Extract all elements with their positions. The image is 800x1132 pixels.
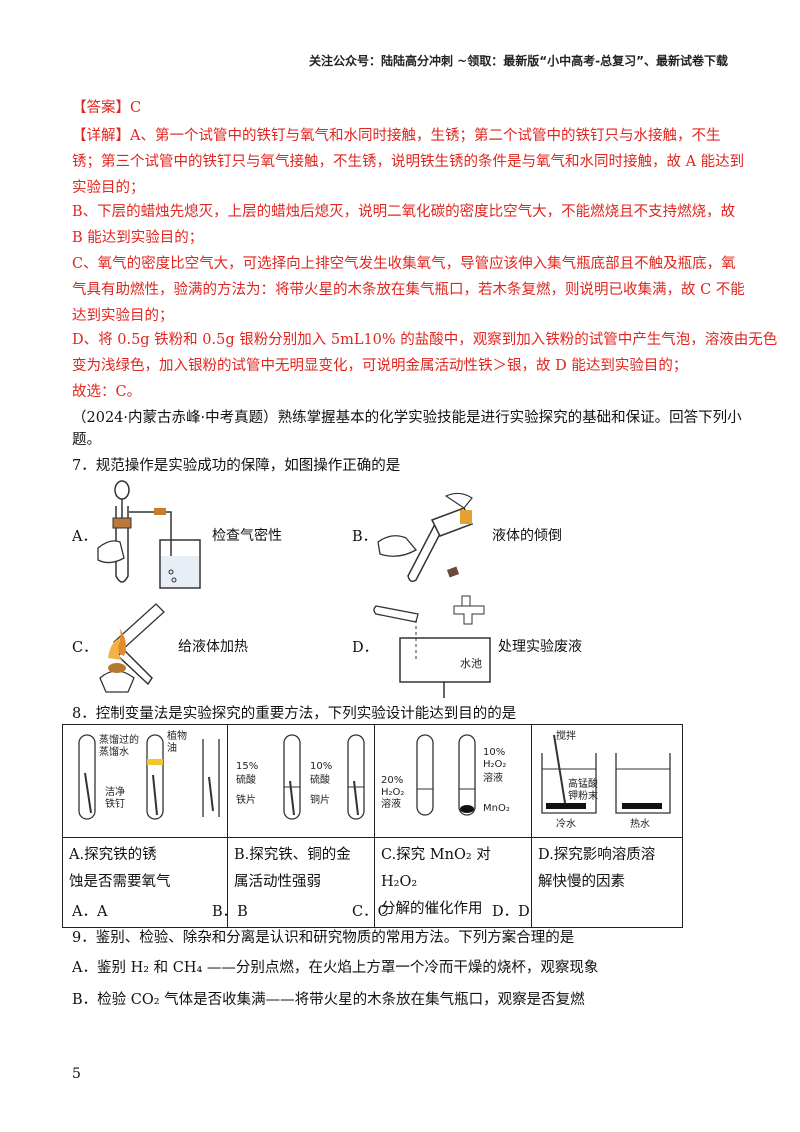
q7-option-b-caption: 液体的倾倒 [492,528,562,544]
label: 搅拌 [556,729,576,742]
page-header: 关注公众号：陆陆高分冲刺 ~领取：最新版“小中高考-总复习”、最新试卷下载 [309,54,728,68]
q7-option-c-caption: 给液体加热 [178,639,248,655]
label: 铜片 [310,793,330,806]
liquid-pouring-figure [377,492,474,583]
label: 铁钉 [105,797,125,810]
q7-option-a-caption: 检查气密性 [212,528,282,544]
intro-line: 题。 [72,432,101,448]
detail-line: 锈；第三个试管中的铁钉只与氧气接触，不生锈，说明铁生锈的条件是与氧气和水同时接触… [72,154,745,170]
detail-line: D、将 0.5g 铁粉和 0.5g 银粉分别加入 5mL10% 的盐酸中，观察到… [72,332,778,348]
detail-line: 变为浅绿色，加入银粉的试管中无明显变化，可说明金属活动性铁＞银，故 D 能达到实… [72,358,688,374]
label: 15% [236,761,258,772]
detail-line: 达到实验目的； [72,308,174,324]
label: H₂O₂ [483,759,506,770]
detail-line: 气具有助燃性，验满的方法为：将带火星的木条放在集气瓶口，若木条复燃，则说明已收集… [72,282,745,298]
q7-option-d-caption: 处理实验废液 [498,639,582,655]
label: 溶液 [483,771,503,784]
page-number: 5 [72,1066,81,1082]
experiment-design-table: 蒸馏过的 蒸馏水 植物 油 洁净 铁钉 15% 硫酸 铁片 10% 硫酸 [62,724,683,928]
label: 油 [167,741,177,754]
detail-line: 实验目的； [72,180,145,196]
q8-option-b[interactable]: B．B [212,904,248,920]
label: 植物 [167,729,187,742]
experiment-c-figure: 20% H₂O₂ 溶液 10% H₂O₂ 溶液 MnO₂ [374,724,532,838]
q9-option-b[interactable]: B．检验 CO₂ 气体是否收集满——将带火星的木条放在集气瓶口，观察是否复燃 [72,992,585,1008]
waste-disposal-figure: 水池 [373,595,491,698]
q7-option-d-letter: D． [352,640,379,656]
q7-option-b-letter: B． [352,529,378,545]
label: 高锰酸 [568,777,598,790]
label: 10% [310,761,332,772]
question-9-stem: 9．鉴别、检验、除杂和分离是认识和研究物质的常用方法。下列方案合理的是 [72,930,575,946]
detail-line: C、氧气的密度比空气大，可选择向上排空气发生收集氧气，导管应该伸入集气瓶底部且不… [72,256,736,272]
q9-option-a[interactable]: A．鉴别 H₂ 和 CH₄ ——分别点燃，在火焰上方罩一个冷而干燥的烧杯，观察现… [72,960,599,976]
experiment-a-description: A.探究铁的锈蚀是否需要氧气 [62,837,228,928]
label: 溶液 [381,797,401,810]
detail-line: B、下层的蜡烛先熄灭，上层的蜡烛后熄灭，说明二氧化碳的密度比空气大，不能燃烧且不… [72,204,736,220]
sink-label: 水池 [460,657,482,670]
label: 10% [483,747,505,758]
label: 硫酸 [310,773,330,786]
detail-line: 故选：C。 [72,384,142,400]
label: 冷水 [556,817,576,830]
answer-line: 【答案】C [72,100,142,116]
label: MnO₂ [483,803,510,814]
label: 洁净 [105,785,125,798]
label: 铁片 [236,793,256,806]
label: 硫酸 [236,773,256,786]
detail-line: 【详解】A、第一个试管中的铁钉与氧气和水同时接触，生锈；第二个试管中的铁钉只与水… [72,128,721,144]
detail-line: B 能达到实验目的； [72,230,204,246]
q8-option-d[interactable]: D．D [492,904,530,920]
label: 蒸馏水 [99,745,129,758]
question-7-stem: 7．规范操作是实验成功的保障，如图操作正确的是 [72,458,401,474]
intro-line: （2024·内蒙古赤峰·中考真题）熟练掌握基本的化学实验技能是进行实验探究的基础… [72,410,742,426]
q8-option-c[interactable]: C．C [352,904,389,920]
label: 20% [381,775,403,786]
label: H₂O₂ [381,787,404,798]
label: 钾粉末 [568,789,598,802]
label: 热水 [630,817,650,830]
experiment-a-figure: 蒸馏过的 蒸馏水 植物 油 洁净 铁钉 [62,724,228,838]
q7-option-a-letter: A． [72,529,97,545]
liquid-heating-figure [99,603,165,693]
experiment-d-figure: 搅拌 高锰酸 钾粉末 冷水 热水 [531,724,683,838]
airtightness-check-figure [97,480,201,589]
q7-option-c-letter: C． [72,640,98,656]
experiment-d-description: D.探究影响溶质溶解快慢的因素 [531,837,683,928]
q8-option-a[interactable]: A．A [72,904,108,920]
question-8-stem: 8．控制变量法是实验探究的重要方法，下列实验设计能达到目的的是 [72,706,517,722]
label: 蒸馏过的 [99,733,139,746]
experiment-b-figure: 15% 硫酸 铁片 10% 硫酸 铜片 [227,724,375,838]
